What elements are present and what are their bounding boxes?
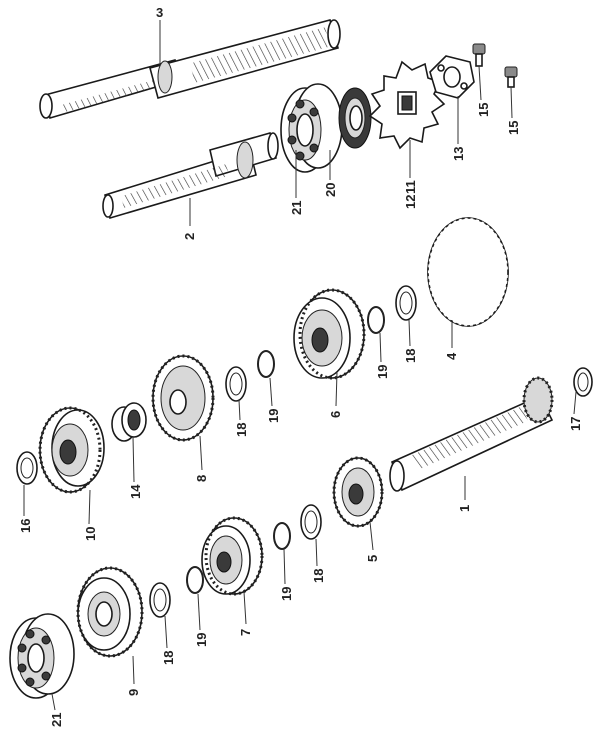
fixing-plate-part-13 (429, 55, 475, 99)
label-part-12: 12 (403, 195, 418, 209)
washer-part-18-c (300, 504, 322, 540)
bearing-part-21-lower (9, 613, 75, 699)
label-part-17: 17 (568, 417, 583, 431)
countershaft-part-1 (389, 376, 554, 492)
countershaft-part-2 (102, 132, 279, 220)
washer-part-16 (16, 451, 38, 485)
label-part-10: 10 (83, 527, 98, 541)
label-part-18-b: 18 (234, 423, 249, 437)
gear-part-10 (38, 406, 105, 494)
washer-part-18-a (395, 285, 417, 321)
circlip-part-19-a (367, 306, 385, 334)
bolt-part-15-a (472, 43, 486, 67)
label-part-19-a: 19 (375, 365, 390, 379)
label-part-19-b: 19 (266, 409, 281, 423)
washer-part-18-b (225, 366, 247, 402)
label-part-1: 1 (457, 505, 472, 512)
label-part-4: 4 (444, 352, 459, 360)
gear-part-5 (332, 456, 384, 528)
gear-part-4 (427, 217, 509, 327)
bearing-part-21-upper (280, 83, 343, 173)
gear-part-6 (293, 288, 366, 380)
bushing-part-14 (111, 402, 147, 442)
label-part-13: 13 (451, 147, 466, 161)
label-part-2: 2 (182, 233, 197, 240)
label-part-16: 16 (18, 519, 33, 533)
label-part-19-d: 19 (194, 633, 209, 647)
label-part-6: 6 (328, 411, 343, 418)
label-part-7: 7 (238, 629, 253, 636)
label-part-21-lower: 21 (49, 713, 64, 727)
label-part-9: 9 (126, 689, 141, 696)
label-part-19-c: 19 (279, 587, 294, 601)
washer-part-18-d (149, 582, 171, 618)
label-part-18-a: 18 (403, 349, 418, 363)
label-part-15-b: 15 (506, 121, 521, 135)
circlip-part-19-c (273, 522, 291, 550)
label-part-18-d: 18 (161, 651, 176, 665)
label-part-14: 14 (128, 484, 143, 499)
label-part-21-upper: 21 (289, 201, 304, 215)
circlip-part-19-b (257, 350, 275, 378)
gear-part-8 (151, 354, 215, 442)
label-part-8: 8 (194, 475, 209, 482)
mainshaft-part-3 (39, 19, 341, 120)
leader-lines (23, 20, 577, 711)
part-labels: 3 2 21 20 11 12 13 15 15 4 18 19 6 19 18… (18, 5, 583, 727)
label-part-11: 11 (403, 180, 418, 194)
label-part-18-c: 18 (311, 569, 326, 583)
gear-part-7 (201, 516, 264, 596)
oil-seal-part-20 (338, 87, 372, 149)
label-part-5: 5 (365, 555, 380, 562)
bolt-part-15-b (504, 66, 518, 88)
label-part-20: 20 (323, 183, 338, 197)
circlip-part-19-d (186, 566, 204, 594)
gear-part-9 (76, 566, 144, 658)
label-part-3: 3 (156, 5, 163, 20)
washer-part-17 (573, 367, 593, 397)
label-part-15-a: 15 (476, 103, 491, 117)
